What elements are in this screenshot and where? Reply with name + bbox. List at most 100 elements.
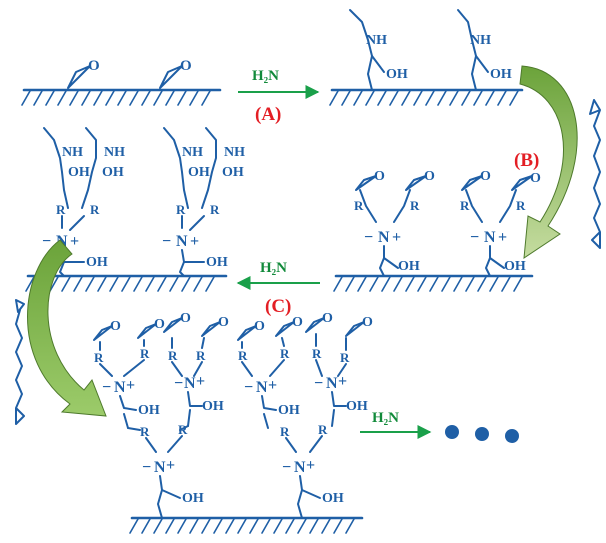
r-group: R [140,346,150,361]
hatch-mark [69,90,79,106]
hatch-mark [333,276,343,292]
hatch-mark [405,276,415,292]
hatch-mark [353,90,363,106]
hatch-mark [169,276,179,292]
quat-plus: + [190,233,199,250]
hatch-mark [181,276,191,292]
diepoxide-reagent-right [589,99,601,249]
r-group: R [318,422,328,437]
hatch-mark [297,518,307,534]
epoxide-oxygen: O [424,169,435,184]
hatch-mark [201,518,211,534]
epoxide-oxygen: O [292,315,303,330]
epoxide-oxygen: O [180,311,191,326]
hatch-mark [449,90,459,106]
epoxide-oxygen: O [88,58,100,74]
hatch-mark [205,276,215,292]
hydroxyl-label: OH [398,259,420,274]
hatch-mark [121,276,131,292]
hatch-mark [109,276,119,292]
quat-nitrogen: N [176,233,188,250]
quat-nitrogen: N [154,459,166,476]
hatch-mark [477,276,487,292]
r-group: R [210,202,220,217]
hatch-mark [365,90,375,106]
hatch-mark [177,90,187,106]
hydroxyl-label: OH [138,403,160,418]
hatch-mark [321,518,331,534]
epoxide-oxygen: O [180,58,192,74]
hatch-mark [133,276,143,292]
step-label-b: (B) [514,150,539,171]
hatch-mark [237,518,247,534]
epoxide-oxygen: O [322,311,333,326]
hatch-mark [501,276,511,292]
hatch-mark [509,90,519,106]
hydroxyl-label: OH [322,491,344,506]
quat-plus: + [498,229,507,246]
quat-minus: − [142,459,151,476]
quat-lower-row: − N + − N + [142,457,315,476]
hatch-mark [21,90,31,106]
quat-amine-unit-left-1: NH NH OH OH R R − N + OH [42,127,125,277]
r-group: R [340,350,350,365]
step-label-c: (C) [265,296,291,317]
hydroxyl-label: OH [386,67,408,82]
hatch-mark [177,518,187,534]
continuation: H₂N [360,410,519,443]
r-groups-upper: R R R R R R R R [94,333,350,377]
amino-chain-1: NH OH [349,9,408,91]
quat-nitrogen: N [184,375,196,392]
epoxide-group-2: O [159,58,192,89]
quat-plus: + [166,457,175,474]
hatch-mark [413,90,423,106]
quat-minus: − [470,229,479,246]
quat-minus: − [282,459,291,476]
hatch-mark [309,518,319,534]
epoxide-oxygen: O [480,169,491,184]
quat-plus: + [338,373,347,390]
r-group: R [140,424,150,439]
quat-nitrogen: N [378,229,390,246]
hatch-mark [333,518,343,534]
hatch-mark [489,276,499,292]
quat-nitrogen: N [256,379,268,396]
hatch-mark [105,90,115,106]
hatch-mark [189,90,199,106]
hatch-mark [273,518,283,534]
hatch-mark [145,276,155,292]
hatch-mark [381,276,391,292]
quat-plus: + [126,377,135,394]
step-c: H₂N (C) [236,260,320,317]
r-group: R [354,198,364,213]
quat-plus: + [196,373,205,390]
hatch-mark [485,90,495,106]
amine-label: NH [366,33,387,48]
hatch-mark [225,518,235,534]
hatch-mark [345,276,355,292]
hatch-mark [425,90,435,106]
amine-label: NH [470,33,491,48]
quat-amine-unit-left-2: NH NH OH OH R R − N + OH [162,127,245,277]
epoxide-group-1: O [67,58,100,89]
quat-minus: − [314,375,323,392]
epoxide-oxygen: O [218,315,229,330]
hatch-mark [441,276,451,292]
hydroxyl-label: OH [222,165,244,180]
hatch-mark [401,90,411,106]
hydroxyl-label: OH [188,165,210,180]
r-groups-lower: R R R R [123,409,335,453]
hatch-mark [357,276,367,292]
quat-minus: − [174,375,183,392]
r-group: R [90,202,100,217]
hydroxyl-middle: OH OH OH OH [119,391,368,418]
hatch-mark [117,90,127,106]
top-epoxides: O O O O O O O O [93,311,373,341]
hatch-mark [285,518,295,534]
hatch-mark [129,90,139,106]
hatch-mark [213,518,223,534]
hydroxyl-label: OH [182,491,204,506]
amine-label: NH [104,145,125,160]
r-group: R [460,198,470,213]
